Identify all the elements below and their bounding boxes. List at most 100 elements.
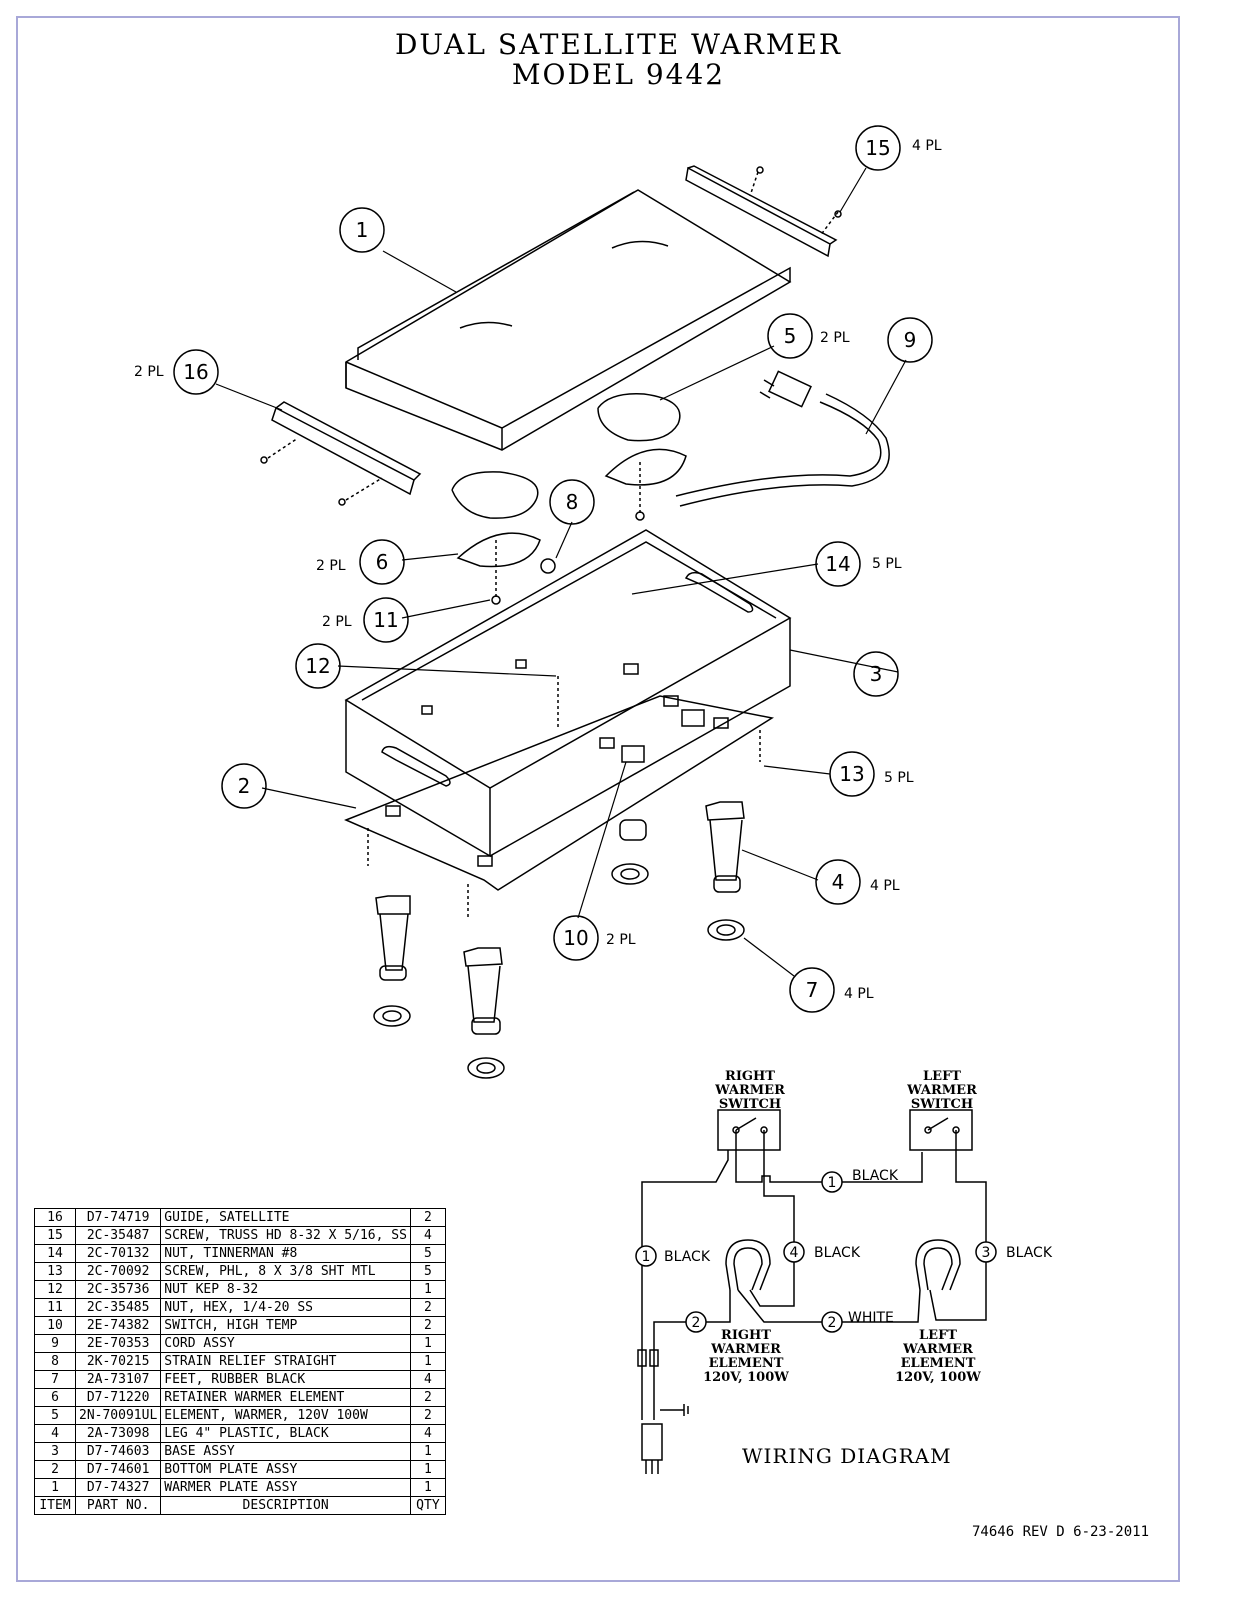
callout-qty-4: 4 PL bbox=[870, 878, 900, 894]
left-element-label: LEFT WARMER ELEMENT 120V, 100W bbox=[868, 1329, 1008, 1385]
description-cell: RETAINER WARMER ELEMENT bbox=[160, 1388, 411, 1407]
qty-cell: 4 bbox=[409, 1424, 446, 1443]
description-cell: WARMER PLATE ASSY bbox=[160, 1478, 411, 1497]
left-element-label-line1: LEFT bbox=[919, 1328, 957, 1343]
callout-qty-13: 5 PL bbox=[884, 770, 914, 786]
description-cell: NUT, TINNERMAN #8 bbox=[160, 1244, 411, 1263]
leader-lines bbox=[215, 167, 907, 977]
description-cell: SWITCH, HIGH TEMP bbox=[160, 1316, 411, 1335]
callout-10 bbox=[553, 915, 599, 961]
qty-cell: 2 bbox=[409, 1406, 446, 1425]
callout-num-3: 3 bbox=[870, 662, 883, 686]
callout-2 bbox=[221, 763, 267, 809]
right-element-label-line2: WARMER ELEMENT bbox=[708, 1342, 784, 1371]
left-switch-label-line2: WARMER SWITCH bbox=[907, 1083, 977, 1112]
qty-cell: 4 bbox=[409, 1226, 446, 1245]
description-cell: NUT KEP 8-32 bbox=[160, 1280, 411, 1299]
callout-4 bbox=[815, 859, 861, 905]
wire-num-2a: 2 bbox=[692, 1315, 701, 1331]
header-qty: QTY bbox=[409, 1496, 446, 1515]
right-switch-label-line2: WARMER SWITCH bbox=[715, 1083, 785, 1112]
callout-5 bbox=[767, 313, 813, 359]
callout-7 bbox=[789, 967, 835, 1013]
callout-qty-7: 4 PL bbox=[844, 986, 874, 1002]
qty-cell: 1 bbox=[409, 1460, 446, 1479]
item-cell: 13 bbox=[34, 1262, 76, 1281]
part-no-cell: 2C-35487 bbox=[74, 1226, 162, 1245]
model-number: MODEL 9442 bbox=[511, 58, 726, 91]
qty-cell: 1 bbox=[409, 1334, 446, 1353]
callout-num-11: 11 bbox=[373, 608, 398, 632]
callout-11 bbox=[363, 597, 409, 643]
header-item: ITEM bbox=[34, 1496, 76, 1515]
callout-num-12: 12 bbox=[305, 654, 330, 678]
bottom-plate bbox=[344, 695, 775, 891]
callout-qty-10: 2 PL bbox=[606, 932, 636, 948]
qty-cell: 2 bbox=[409, 1316, 446, 1335]
part-no-cell: 2A-73107 bbox=[74, 1370, 162, 1389]
left-switch-box bbox=[909, 1109, 973, 1151]
description-cell: GUIDE, SATELLITE bbox=[160, 1208, 411, 1227]
power-cord bbox=[675, 370, 890, 507]
wire-num-1b: 1 bbox=[642, 1249, 651, 1265]
description-cell: BOTTOM PLATE ASSY bbox=[160, 1460, 411, 1479]
callout-15 bbox=[855, 125, 901, 171]
description-cell: FEET, RUBBER BLACK bbox=[160, 1370, 411, 1389]
part-no-cell: D7-71220 bbox=[74, 1388, 162, 1407]
callout-qty-5: 2 PL bbox=[820, 330, 850, 346]
item-cell: 12 bbox=[34, 1280, 76, 1299]
wire-num-3: 3 bbox=[982, 1245, 991, 1261]
callout-14 bbox=[815, 541, 861, 587]
callout-num-9: 9 bbox=[904, 328, 917, 352]
item-cell: 9 bbox=[34, 1334, 76, 1353]
wire-num-1a: 1 bbox=[828, 1175, 837, 1191]
warmer-element-right bbox=[597, 393, 687, 521]
description-cell: STRAIN RELIEF STRAIGHT bbox=[160, 1352, 411, 1371]
description-cell: BASE ASSY bbox=[160, 1442, 411, 1461]
part-no-cell: 2E-70353 bbox=[74, 1334, 162, 1353]
qty-cell: 5 bbox=[409, 1244, 446, 1263]
qty-cell: 1 bbox=[409, 1280, 446, 1299]
callout-6 bbox=[359, 539, 405, 585]
callout-num-15: 15 bbox=[865, 136, 890, 160]
description-cell: ELEMENT, WARMER, 120V 100W bbox=[160, 1406, 411, 1425]
callout-num-16: 16 bbox=[183, 360, 208, 384]
right-switch-label: RIGHT WARMER SWITCH bbox=[690, 1070, 810, 1112]
description-cell: CORD ASSY bbox=[160, 1334, 411, 1353]
callout-num-10: 10 bbox=[563, 926, 588, 950]
part-no-cell: D7-74719 bbox=[74, 1208, 162, 1227]
warmer-plate bbox=[345, 189, 792, 451]
callout-13 bbox=[829, 751, 875, 797]
left-element-label-line3: 120V, 100W bbox=[895, 1370, 981, 1385]
item-cell: 5 bbox=[34, 1406, 76, 1425]
wire-num-2b: 2 bbox=[828, 1315, 837, 1331]
part-no-cell: 2C-70132 bbox=[74, 1244, 162, 1263]
right-element-label-line3: 120V, 100W bbox=[703, 1370, 789, 1385]
left-element-label-line2: WARMER ELEMENT bbox=[900, 1342, 976, 1371]
wire-color-4: BLACK bbox=[814, 1245, 861, 1261]
item-cell: 10 bbox=[34, 1316, 76, 1335]
screws-bottom bbox=[367, 730, 761, 920]
part-no-cell: D7-74603 bbox=[74, 1442, 162, 1461]
callout-qty-6: 2 PL bbox=[316, 558, 346, 574]
wire-num-4: 4 bbox=[790, 1245, 799, 1261]
callout-num-1: 1 bbox=[356, 218, 369, 242]
callout-1 bbox=[339, 207, 385, 253]
part-no-cell: 2C-70092 bbox=[74, 1262, 162, 1281]
right-element-label-line1: RIGHT bbox=[721, 1328, 771, 1343]
callout-num-4: 4 bbox=[832, 870, 845, 894]
item-cell: 6 bbox=[34, 1388, 76, 1407]
callout-12 bbox=[295, 643, 341, 689]
